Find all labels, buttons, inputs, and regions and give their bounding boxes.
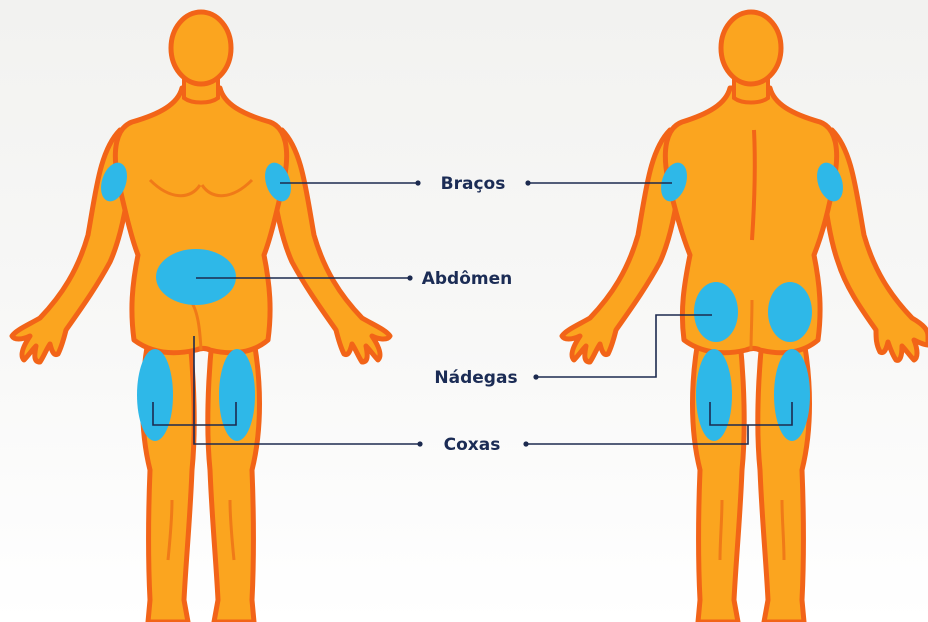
back-right-buttock-site [768, 282, 812, 342]
front-abdomen-site [156, 249, 236, 305]
label-thighs: Coxas [444, 435, 501, 455]
front-left-thigh-site [137, 349, 173, 441]
front-right-thigh-site [219, 349, 255, 441]
label-arms: Braços [441, 174, 506, 194]
front-head [171, 12, 231, 84]
back-right-thigh-site [774, 349, 810, 441]
back-left-buttock-site [694, 282, 738, 342]
back-left-thigh-site [696, 349, 732, 441]
label-buttocks: Nádegas [434, 368, 517, 388]
label-abdomen: Abdômen [422, 269, 513, 289]
back-head [721, 12, 781, 84]
front-torso [115, 88, 286, 353]
